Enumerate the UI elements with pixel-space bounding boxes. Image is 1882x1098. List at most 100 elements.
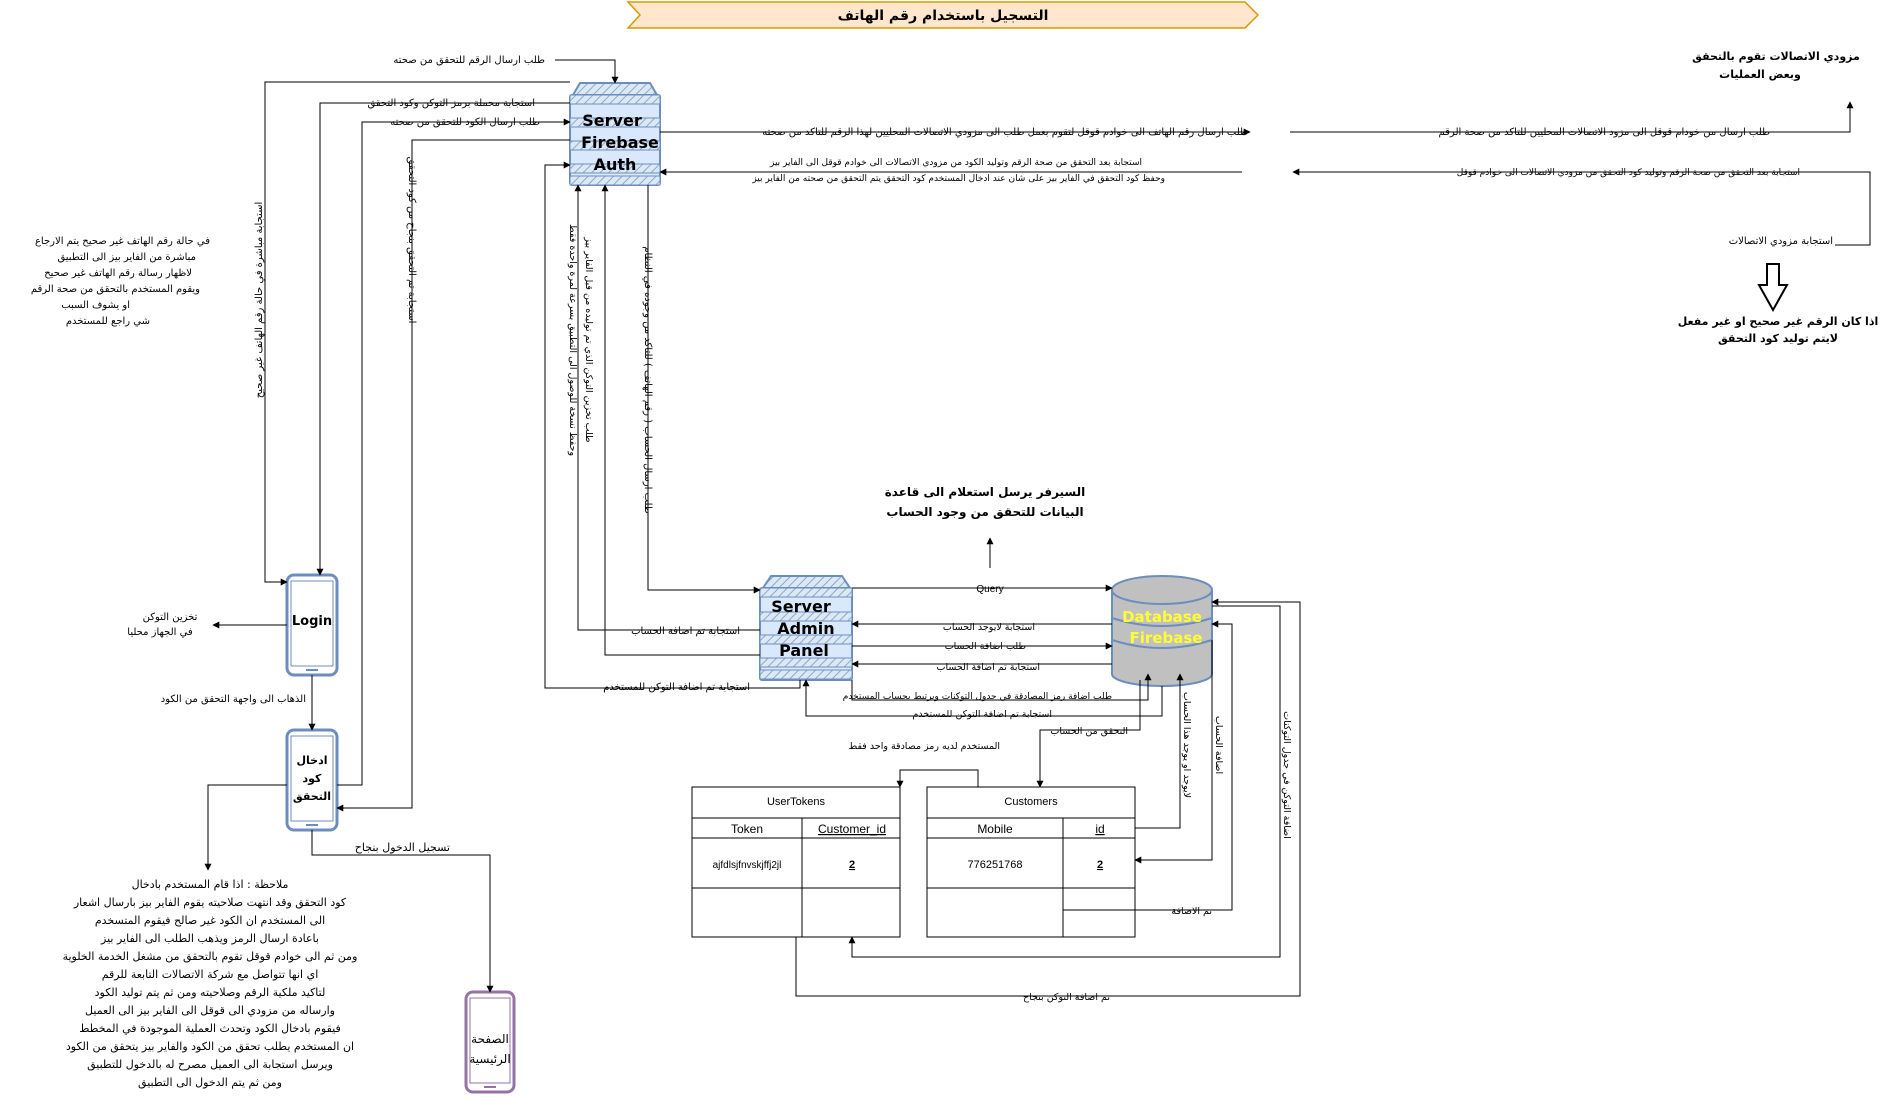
- customer-id-value: 2: [849, 859, 855, 871]
- token-value: ajfdlsjfnvskjffj2jl: [713, 860, 782, 871]
- edge-telecom-response: [1292, 168, 1871, 246]
- home-phone: الصفحة الرئيسية: [464, 990, 516, 1094]
- footnote-line-10: ان المستخدم يطلب تحقق من الكود والفاير ب…: [66, 1040, 354, 1054]
- label-add-token-table: اضافة التوكن في جدول التوكنات: [1281, 711, 1292, 839]
- connectors: [204, 59, 1871, 997]
- label-token-added-user: استجابة تم اضافة التوكن للمستخدم: [603, 682, 750, 693]
- user-tokens-title: UserTokens: [767, 796, 826, 808]
- label-telecom-response: استجابة بعد التحقق من صحة الرقم وتوليد ك…: [1457, 168, 1800, 178]
- label-check-account: التحقق من الحساب: [1050, 726, 1128, 737]
- label-add-account-vertical: اضافة الحساب: [1213, 716, 1224, 774]
- query-note-2: البيانات للتحقق من وجود الحساب: [886, 505, 1083, 520]
- id-column: id: [1095, 822, 1104, 836]
- server-admin-panel: Server Admin Panel: [759, 575, 853, 681]
- wrong-number-line-2: مباشرة من الفاير بيز الى التطبيق: [57, 252, 196, 263]
- login-label: Login: [292, 614, 332, 629]
- edge-verified-response: [336, 139, 570, 812]
- footnote-line-3: الى المستخدم ان الكود غير صالح فيقوم الم…: [95, 914, 325, 927]
- enter-code-phone: ادخال كود التحقق: [285, 728, 339, 832]
- label-token-added-resp: استجابة تم اضافة التوكن للمستخدم: [913, 709, 1052, 720]
- admin-label-line1: Server: [771, 597, 831, 616]
- edge-token-added-user: [601, 184, 760, 656]
- diagram-title: التسجيل باستخدام رقم الهاتف: [838, 8, 1049, 24]
- label-account-added: استجابة تم اضافة الحساب: [937, 662, 1040, 673]
- id-value: 2: [1097, 859, 1103, 871]
- edge-loaded-response: [316, 102, 570, 576]
- enter-code-line3: التحقق: [293, 790, 331, 803]
- footnote-line-2: كود التحقق وقد انتهت صلاحيته يقوم الفاير…: [73, 896, 347, 910]
- database-firebase: Database Firebase: [1111, 575, 1213, 687]
- edge-send-number: [555, 59, 619, 84]
- wrong-number-line-6: شي راجع للمستخدم: [66, 316, 150, 327]
- edge-token-final: [544, 161, 801, 689]
- db-label-line1: Database: [1122, 608, 1202, 626]
- label-account-added-resp: استجابة تم اضافة الحساب: [631, 626, 740, 637]
- invalid-note-2: لايتم توليد كود التحقق: [1718, 332, 1838, 345]
- label-go-verify: الذهاب الى واجهة التحقق من الكود: [161, 694, 306, 705]
- customers-table: Customers Mobile id 776251768 2: [926, 786, 1136, 938]
- token-column: Token: [731, 822, 763, 836]
- label-no-account: استجابة لايوجد الحساب: [943, 622, 1035, 633]
- footnote-line-9: فيقوم بادخال الكود وتحدث العملية الموجود…: [79, 1022, 341, 1035]
- edge-add-account-vertical: [1134, 640, 1213, 864]
- telecom-note-2: وبعض العمليات: [1719, 68, 1801, 81]
- edge-send-code: [337, 118, 571, 786]
- mobile-column: Mobile: [977, 822, 1013, 836]
- edge-added: [1063, 620, 1233, 911]
- edge-token-added-success: [795, 598, 1301, 997]
- edge-token-added-resp: [802, 679, 1163, 717]
- edge-google-to-telecom: [1290, 101, 1854, 133]
- wrong-number-line-3: لاظهار رسالة رقم الهاتف غير صحيح: [44, 268, 192, 279]
- label-send-number: طلب ارسال الرقم للتحقق من صحته: [393, 55, 545, 66]
- label-store-local-2: في الجهاز محليا: [127, 627, 193, 638]
- enter-code-line1: ادخال: [296, 754, 327, 767]
- edge-add-token-req: [851, 673, 1152, 701]
- edge-send-account: [647, 185, 761, 594]
- label-google-response-1: استجابة بعد التحقق من صحة الرقم وتوليد ا…: [769, 158, 1142, 168]
- auth-label-line1: Server: [582, 111, 642, 130]
- footnote-line-11: ويرسل استجابة الى العميل مصرح له بالدخول…: [87, 1058, 333, 1072]
- title-banner: التسجيل باستخدام رقم الهاتف: [626, 1, 1260, 29]
- edge-store-token: [574, 184, 760, 631]
- invalid-note-1: اذا كان الرقم غير صحيح او غير مفعل: [1678, 315, 1879, 328]
- footnote-line-5: ومن ثم الى خوادم قوقل تقوم بالتحقق من مش…: [63, 950, 358, 964]
- footnote-line-1: ملاحظة : اذا قام المستخدم بادخال: [132, 878, 289, 891]
- label-store-local-1: تخزين التوكن: [143, 612, 198, 623]
- wrong-number-line-1: في حالة رقم الهاتف غير صحيح يتم الارجاع: [35, 236, 210, 247]
- customers-title: Customers: [1004, 796, 1058, 808]
- auth-label-line3: Auth: [594, 155, 637, 174]
- footnote-line-8: وارساله من مزودي الى قوقل الى الفاير بيز…: [85, 1004, 335, 1017]
- telecom-note-1: مزودي الاتصالات تقوم بالتحقق: [1692, 50, 1860, 63]
- server-firebase-auth: Server Firebase Auth: [569, 82, 661, 186]
- auth-label-line2: Firebase: [581, 133, 659, 152]
- label-one-token: المستخدم لديه رمز مصادقة واحد فقط: [848, 741, 1000, 752]
- edge-direct-response: [264, 81, 570, 586]
- customer-id-column: Customer_id: [818, 822, 886, 836]
- wrong-number-line-4: ويقوم المستخدم بالتحقق من صحة الرقم: [31, 284, 200, 295]
- admin-label-line3: Panel: [779, 641, 829, 660]
- label-auth-to-google: طلب ارسال رقم الهاتف الى خوادم قوقل لتقو…: [762, 127, 1248, 138]
- big-down-arrow-icon: [1757, 263, 1789, 313]
- query-note-1: السيرفر يرسل استعلام الى قاعدة: [885, 485, 1086, 500]
- label-add-token-req: طلب اضافة رمز المصادقة في جدول التوكنات …: [843, 692, 1112, 702]
- db-label-line2: Firebase: [1130, 629, 1203, 647]
- edge-not-exist: [1135, 673, 1184, 829]
- label-google-to-telecom: طلب ارسال من خودام قوقل الى مزود الاتصال…: [1439, 127, 1771, 138]
- label-add-account: طلب اضافة الحساب: [945, 641, 1026, 652]
- wrong-number-line-5: او يشوف السبب: [61, 300, 130, 311]
- label-send-account: طلب ارسال الحساب ( رقم الهاتف ) للتاكد م…: [642, 246, 653, 513]
- label-query: Query: [976, 584, 1003, 595]
- enter-code-line2: كود: [303, 772, 323, 785]
- edge-one-token: [896, 769, 979, 788]
- admin-label-line2: Admin: [777, 619, 834, 638]
- edge-check-account: [1036, 680, 1141, 788]
- wrong-number-note: في حالة رقم الهاتف غير صحيح يتم الارجاع …: [31, 236, 210, 327]
- footnote-line-4: باعادة ارسال الرمز ويذهب الطلب الى الفاي…: [100, 932, 319, 945]
- label-store-token-1: طلب تخزين التوكن الذي تم توليده من قبل ا…: [583, 236, 594, 442]
- edge-footnote: [204, 784, 287, 871]
- label-verified-response: استجابة تم التحقق بنجاح من كود التحقق: [406, 157, 417, 324]
- label-token-added-success: تم اضافة التوكن بنجاح: [1023, 992, 1110, 1003]
- user-tokens-table: UserTokens Token Customer_id ajfdlsjfnvs…: [691, 786, 901, 938]
- home-line2: الرئيسية: [469, 1052, 510, 1067]
